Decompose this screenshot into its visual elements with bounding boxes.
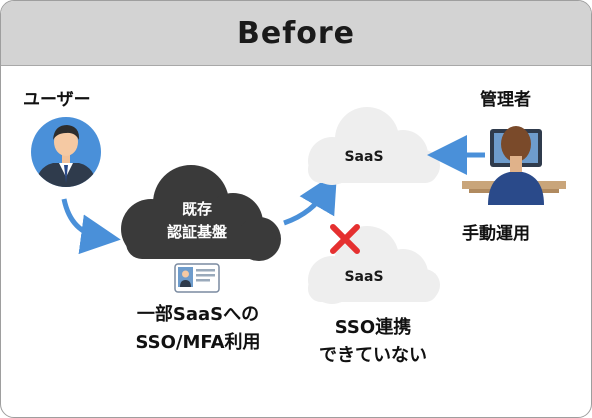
panel-header: Before	[1, 1, 591, 66]
no-sso-note-line2: できていない	[319, 345, 427, 366]
user-label: ユーザー	[23, 90, 91, 110]
saas-cloud-connected: SaaS	[308, 107, 440, 185]
admin-label: 管理者	[480, 90, 531, 110]
partial-sso-note: 一部SaaSへの SSO/MFA利用	[105, 301, 291, 357]
panel-title: Before	[236, 15, 356, 51]
saas-disconnected-label: SaaS	[344, 269, 383, 285]
user-avatar-icon	[31, 117, 101, 187]
cross-icon	[330, 224, 360, 254]
auth-platform-label-line1: 既存	[182, 200, 212, 218]
arrow-user-to-auth	[61, 198, 121, 255]
auth-platform-label-line2: 認証基盤	[167, 223, 228, 241]
saas-cloud-disconnected: SaaS	[308, 226, 440, 304]
id-card-icon	[174, 263, 220, 293]
no-sso-note-line1: SSO連携	[334, 317, 412, 338]
no-sso-note: SSO連携 できていない	[301, 314, 445, 370]
admin-at-desk-icon	[462, 126, 566, 205]
partial-sso-note-line2: SSO/MFA利用	[135, 332, 261, 353]
auth-platform-cloud: 既存 認証基盤	[121, 165, 281, 261]
manual-operation-label: 手動運用	[462, 224, 530, 244]
saas-connected-label: SaaS	[344, 149, 383, 165]
partial-sso-note-line1: 一部SaaSへの	[136, 304, 260, 325]
arrow-auth-to-saas	[283, 171, 338, 226]
